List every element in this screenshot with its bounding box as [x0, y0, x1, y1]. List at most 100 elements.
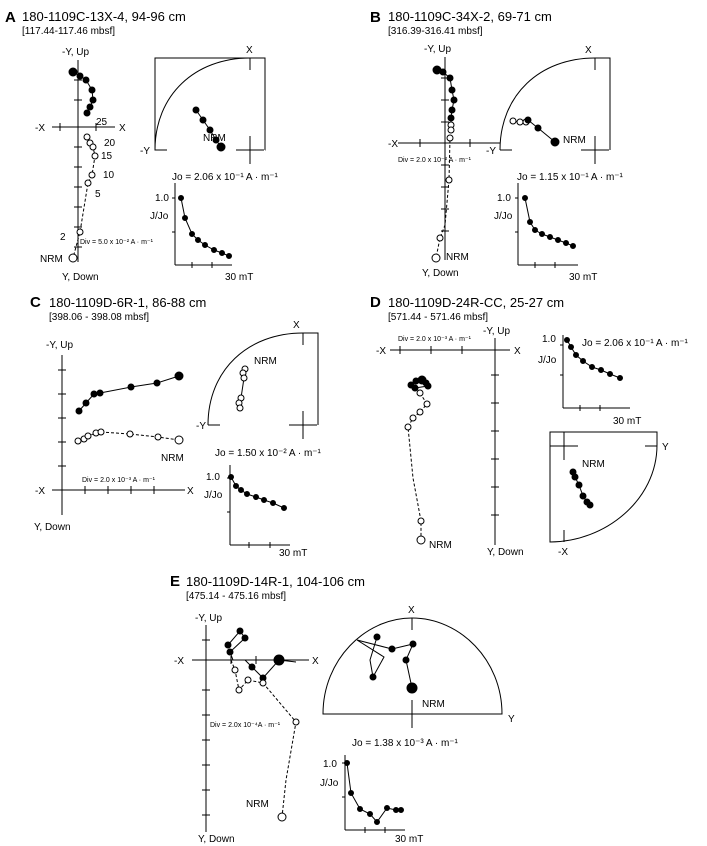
- panel-b: [398, 57, 611, 268]
- panel-e-stereo-x: X: [408, 605, 415, 616]
- panel-e-posx-label: X: [312, 656, 319, 667]
- panel-d-posx-label: X: [514, 346, 521, 357]
- panel-c-decay-ylabel: J/Jo: [204, 490, 223, 501]
- panel-d-depth: [571.44 - 571.46 mbsf]: [388, 312, 488, 323]
- panel-a-decay-xlabel: 30 mT: [225, 272, 253, 283]
- panel-e-sample-title: 180-1109D-14R-1, 104-106 cm: [186, 574, 365, 589]
- panel-b-decay-one: 1.0: [497, 193, 511, 204]
- panel-e-decay-xlabel: 30 mT: [395, 834, 423, 845]
- panel-e-stereo-y: Y: [508, 714, 515, 725]
- panel-b-jo: Jo = 1.15 x 10⁻¹ A · m⁻¹: [517, 172, 624, 183]
- panel-a-step-20: 20: [104, 138, 116, 149]
- panel-d-nrm-zij: NRM: [429, 540, 452, 551]
- panel-a: [52, 57, 266, 268]
- panel-c-letter: C: [30, 294, 41, 311]
- panel-e-stereonet: [322, 617, 503, 715]
- panel-e-decay-curve: [346, 762, 401, 823]
- panel-d-stereonet: [549, 431, 658, 543]
- panel-b-stereo-nrm: NRM: [563, 135, 586, 146]
- panel-a-step-15: 15: [101, 151, 113, 162]
- panel-a-zij-filled-points: [68, 67, 97, 117]
- panel-b-down-label: Y, Down: [422, 268, 459, 279]
- panel-c: [52, 332, 319, 548]
- panel-e-stereo-nrm: NRM: [422, 699, 445, 710]
- panel-c-sample-title: 180-1109D-6R-1, 86-88 cm: [49, 295, 206, 310]
- panel-d-zij-ticks: [399, 346, 499, 516]
- panel-c-stereo-nrm: NRM: [254, 356, 277, 367]
- panel-a-step-10: 10: [103, 170, 115, 181]
- panel-d-zij-vertical-path: [407, 392, 428, 540]
- panel-b-up-label: -Y, Up: [424, 44, 451, 55]
- panel-c-decay-curve: [230, 476, 285, 509]
- panel-b-decay-ylabel: J/Jo: [494, 211, 513, 222]
- panel-d-stereo-y: Y: [662, 442, 669, 453]
- panel-e-decay-one: 1.0: [323, 759, 337, 770]
- panel-e-zij-horizontal-path: [227, 630, 297, 679]
- panel-d-decay-xlabel: 30 mT: [613, 416, 641, 427]
- panel-a-stereo-negy: -Y: [140, 146, 150, 157]
- panel-c-div: Div = 2.0 x 10⁻³ A · m⁻¹: [82, 477, 156, 484]
- panel-c-depth: [398.06 - 398.08 mbsf]: [49, 312, 149, 323]
- panel-d-negx-label: -X: [376, 346, 386, 357]
- panel-c-stereo-x: X: [293, 320, 300, 331]
- panel-a-div: Div = 5.0 x 10⁻² A · m⁻¹: [80, 239, 154, 246]
- panel-b-negx-label: -X: [388, 139, 398, 150]
- panel-e-jo: Jo = 1.38 x 10⁻³ A · m⁻¹: [352, 738, 459, 749]
- panel-a-decay-one: 1.0: [155, 193, 169, 204]
- panel-e-negx-label: -X: [174, 656, 184, 667]
- panel-e-nrm-zij: NRM: [246, 799, 269, 810]
- panel-b-depth: [316.39-316.41 mbsf]: [388, 26, 483, 37]
- panel-d: [390, 335, 658, 545]
- panel-b-stereo-negy: -Y: [486, 146, 496, 157]
- panel-e-decay-ylabel: J/Jo: [320, 778, 339, 789]
- panel-a-depth: [117.44-117.46 mbsf]: [22, 26, 115, 37]
- panel-b-nrm-zij: NRM: [446, 252, 469, 263]
- panel-a-stereo-nrm: NRM: [203, 133, 226, 144]
- panel-a-negx-label: -X: [35, 123, 45, 134]
- panel-a-letter: A: [5, 9, 16, 26]
- panel-a-step-5: 5: [95, 189, 101, 200]
- panel-d-up-label: -Y, Up: [483, 326, 510, 337]
- panel-b-div: Div = 2.0 x 10⁻² A · m⁻¹: [398, 157, 472, 164]
- panel-a-jo: Jo = 2.06 x 10⁻¹ A · m⁻¹: [172, 172, 279, 183]
- panel-a-up-label: -Y, Up: [62, 47, 89, 58]
- panel-b-stereonet: [499, 57, 611, 151]
- panel-a-zij-ticks: [59, 79, 97, 248]
- panel-e: [192, 617, 503, 833]
- panel-a-stereo-x: X: [246, 45, 253, 56]
- panel-b-letter: B: [370, 9, 381, 26]
- panel-c-negx-label: -X: [35, 486, 45, 497]
- panel-e-depth: [475.14 - 475.16 mbsf]: [186, 591, 286, 602]
- panel-d-stereo-negx: -X: [558, 547, 568, 558]
- panel-a-step-2: 2: [60, 232, 66, 243]
- panel-e-div: Div = 2.0x 10⁻⁴A · m⁻¹: [210, 722, 281, 729]
- panel-e-stereo-path: [356, 636, 414, 689]
- panel-c-decay-one: 1.0: [206, 472, 220, 483]
- panel-c-up-label: -Y, Up: [46, 340, 73, 351]
- panel-e-up-label: -Y, Up: [195, 613, 222, 624]
- panel-a-posx-label: X: [119, 123, 126, 134]
- panel-c-stereonet: [207, 332, 319, 426]
- panel-e-letter: E: [170, 573, 180, 590]
- panel-c-nrm-zij: NRM: [161, 453, 184, 464]
- panel-d-letter: D: [370, 294, 381, 311]
- panel-a-step-25: 25: [96, 117, 108, 128]
- panel-d-down-label: Y, Down: [487, 547, 524, 558]
- panel-e-down-label: Y, Down: [198, 834, 235, 845]
- panel-b-stereo-x: X: [585, 45, 592, 56]
- panel-c-down-label: Y, Down: [34, 522, 71, 533]
- panel-a-zij-open-points: [68, 133, 99, 263]
- panel-d-decay-ylabel: J/Jo: [538, 355, 557, 366]
- panel-d-decay-one: 1.0: [542, 334, 556, 345]
- panel-c-jo: Jo = 1.50 x 10⁻² A · m⁻¹: [215, 448, 322, 459]
- panel-a-nrm-zij: NRM: [40, 254, 63, 265]
- panel-b-sample-title: 180-1109C-34X-2, 69-71 cm: [388, 9, 552, 24]
- panel-d-stereo-nrm: NRM: [582, 459, 605, 470]
- panel-c-zij-ticks: [58, 369, 155, 494]
- panel-d-sample-title: 180-1109D-24R-CC, 25-27 cm: [388, 295, 564, 310]
- panel-b-decay-xlabel: 30 mT: [569, 272, 597, 283]
- panel-d-jo: Jo = 2.06 x 10⁻¹ A · m⁻¹: [582, 338, 689, 349]
- panel-a-decay-ylabel: J/Jo: [150, 211, 169, 222]
- panel-a-sample-title: 180-1109C-13X-4, 94-96 cm: [22, 9, 186, 24]
